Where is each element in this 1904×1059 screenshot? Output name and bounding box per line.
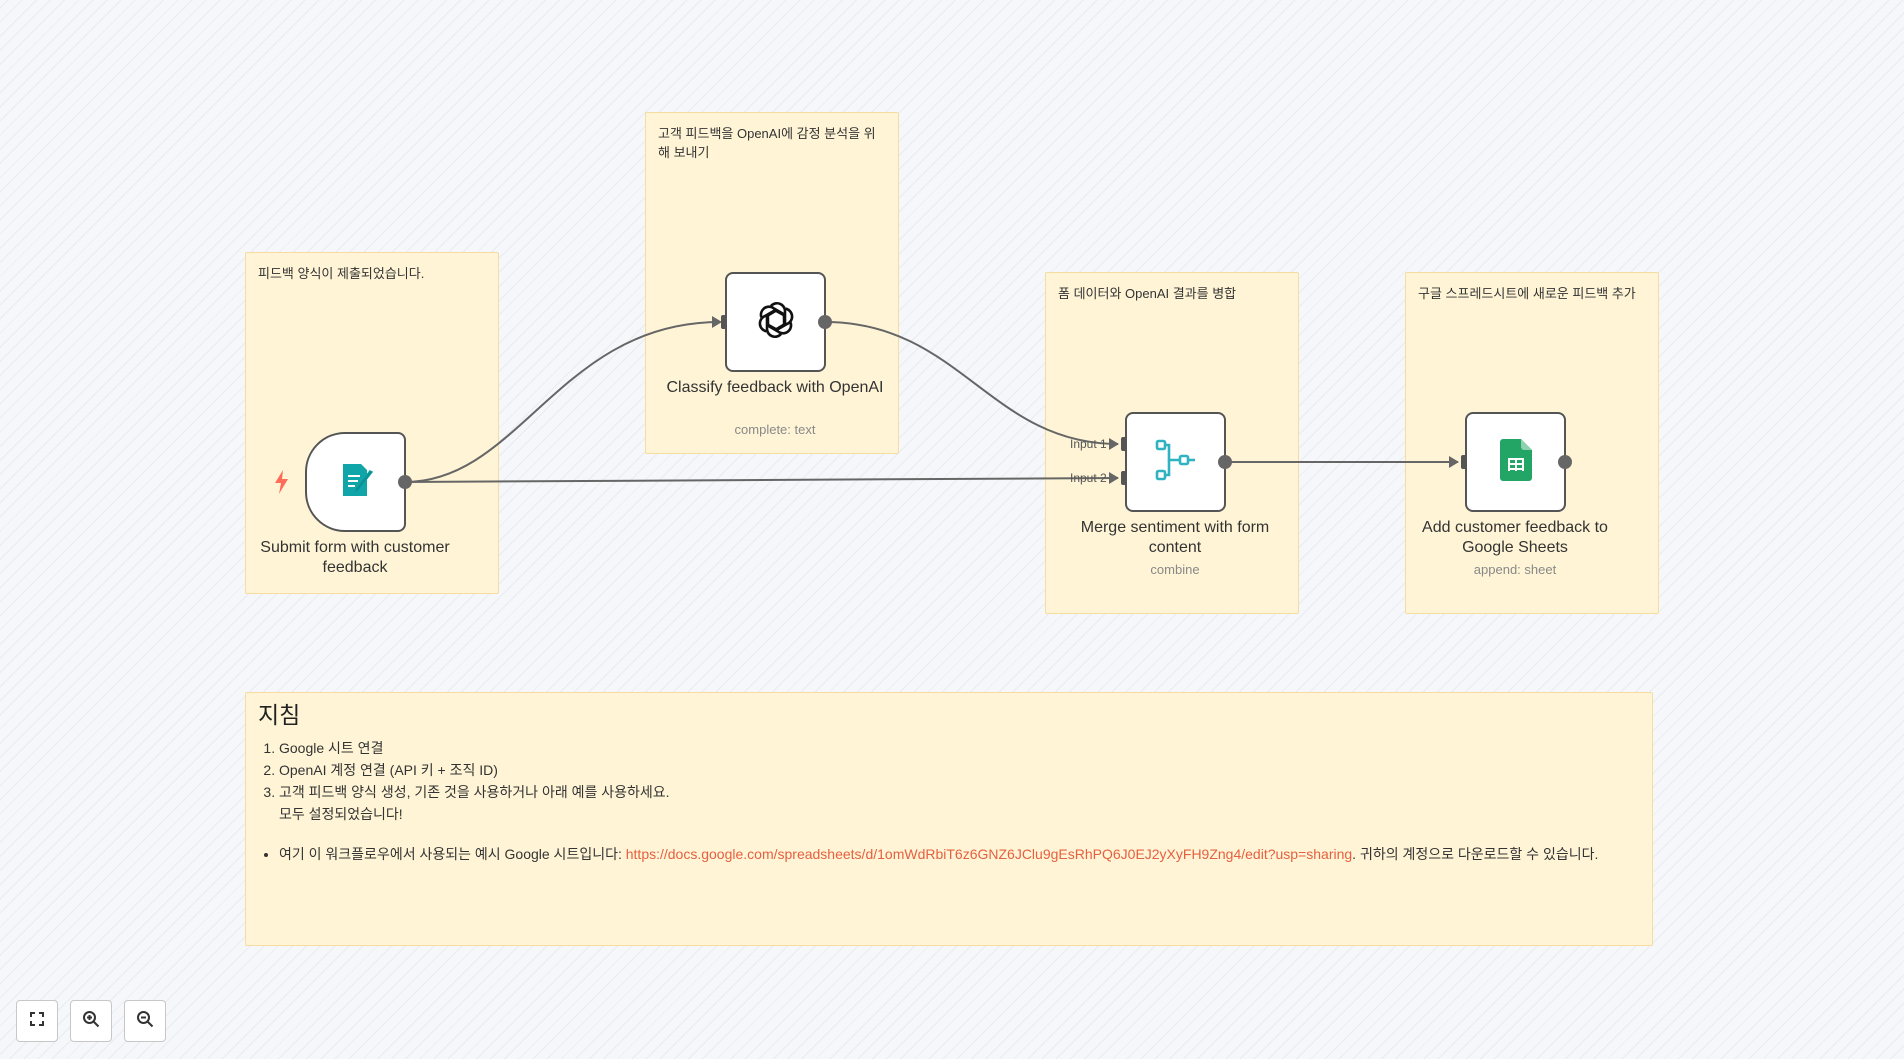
form-edit-icon	[336, 460, 376, 505]
trigger-bolt-icon	[272, 469, 292, 495]
node-submit-form[interactable]	[305, 432, 406, 532]
node-label: Add customer feedback to Google Sheets	[1422, 519, 1608, 556]
node-google-sheets[interactable]	[1465, 412, 1566, 512]
node-output-handle[interactable]	[1558, 455, 1572, 469]
connection-form-to-merge[interactable]	[404, 477, 1119, 483]
instruction-bullet: 여기 이 워크플로우에서 사용되는 예시 Google 시트입니다: https…	[279, 843, 1640, 865]
node-output-handle[interactable]	[398, 475, 412, 489]
sticky-note-text: 피드백 양식이 제출되었습니다.	[258, 266, 425, 281]
bullet-suffix: . 귀하의 계정으로 다운로드할 수 있습니다.	[1352, 846, 1599, 862]
node-label: Classify feedback with OpenAI	[666, 379, 884, 396]
instructions-bullets: 여기 이 워크플로우에서 사용되는 예시 Google 시트입니다: https…	[258, 843, 1640, 865]
merge-input-1-label: Input 1	[1070, 437, 1107, 451]
sticky-note-instructions[interactable]: 지침 Google 시트 연결 OpenAI 계정 연결 (API 키 + 조직…	[245, 692, 1653, 946]
node-label: Submit form with customer feedback	[260, 539, 450, 576]
instruction-step: 고객 피드백 양식 생성, 기존 것을 사용하거나 아래 예를 사용하세요. 모…	[279, 781, 1640, 825]
node-output-handle[interactable]	[1218, 455, 1232, 469]
node-openai-classify[interactable]	[725, 272, 826, 372]
instruction-step-tail: 모두 설정되었습니다!	[279, 806, 403, 822]
instruction-step: Google 시트 연결	[279, 737, 1640, 759]
openai-logo-icon	[754, 298, 798, 347]
google-sheet-link[interactable]: https://docs.google.com/spreadsheets/d/1…	[625, 846, 1353, 862]
zoom-out-button[interactable]	[124, 1000, 166, 1042]
node-merge[interactable]	[1125, 412, 1226, 512]
fit-view-button[interactable]	[16, 1000, 58, 1042]
zoom-in-button[interactable]	[70, 1000, 112, 1042]
instruction-step: OpenAI 계정 연결 (API 키 + 조직 ID)	[279, 759, 1640, 781]
sticky-note-text: 폼 데이터와 OpenAI 결과를 병합	[1058, 286, 1237, 301]
zoom-out-icon	[136, 1010, 154, 1033]
fit-view-icon	[29, 1011, 45, 1032]
sticky-note-text: 구글 스프레드시트에 새로운 피드백 추가	[1418, 286, 1636, 301]
merge-input-2-label: Input 2	[1070, 471, 1107, 485]
instructions-steps: Google 시트 연결 OpenAI 계정 연결 (API 키 + 조직 ID…	[258, 737, 1640, 825]
instructions-title: 지침	[258, 702, 301, 728]
node-subtitle: combine	[1150, 562, 1200, 577]
node-subtitle: append: sheet	[1473, 562, 1557, 577]
node-label: Merge sentiment with form content	[1080, 519, 1270, 556]
merge-icon	[1154, 438, 1198, 487]
sticky-note-text: 고객 피드백을 OpenAI에 감정 분석을 위해 보내기	[658, 126, 876, 160]
instruction-step-text: 고객 피드백 양식 생성, 기존 것을 사용하거나 아래 예를 사용하세요.	[279, 784, 670, 800]
node-subtitle: complete: text	[734, 422, 816, 437]
google-sheets-icon	[1499, 438, 1533, 487]
zoom-in-icon	[82, 1010, 100, 1033]
node-output-handle[interactable]	[818, 315, 832, 329]
bullet-prefix: 여기 이 워크플로우에서 사용되는 예시 Google 시트입니다:	[279, 846, 626, 862]
